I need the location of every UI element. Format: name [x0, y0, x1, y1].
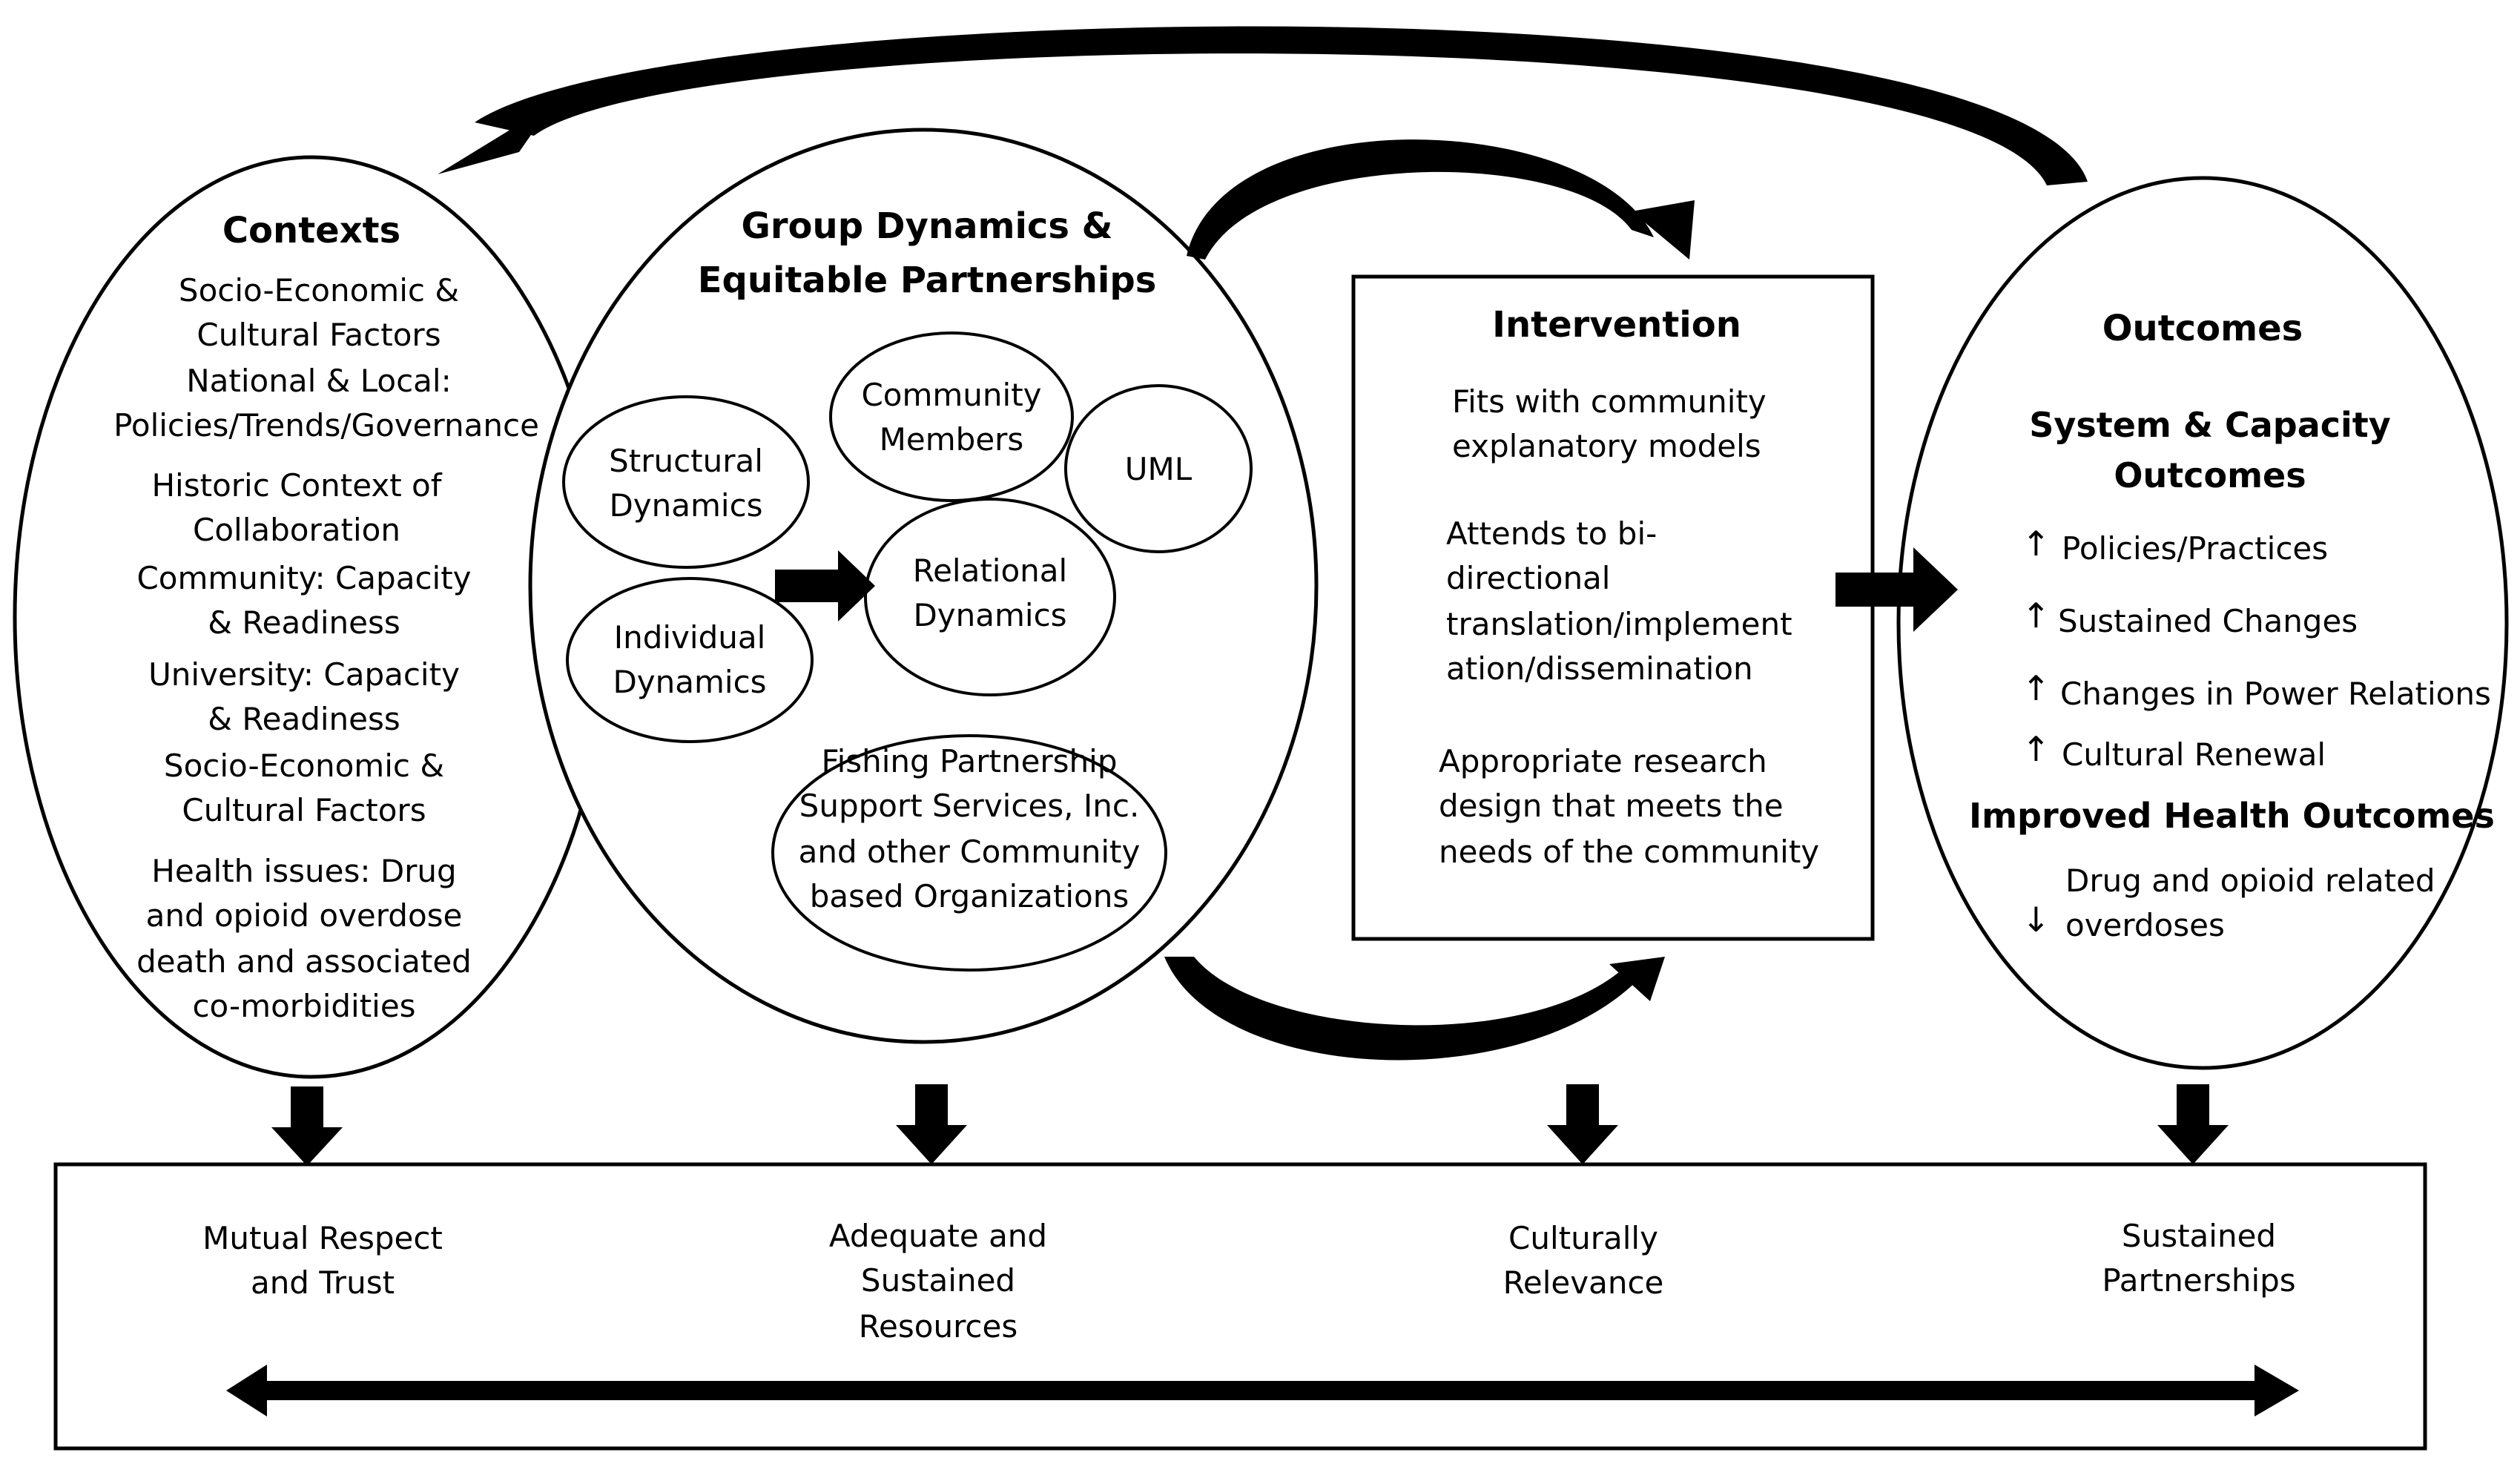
- contexts-line: Socio-Economic &: [178, 272, 460, 309]
- down-arrow-group: [896, 1084, 967, 1164]
- upper-curve-arrow: [1187, 139, 1654, 260]
- outcomes-ellipse: [1896, 176, 2509, 1070]
- outcome-item: Sustained Changes: [2058, 603, 2358, 639]
- feedback-arrowhead: [438, 104, 553, 174]
- contexts-line: Community: Capacity: [136, 560, 472, 596]
- outcome-item: Changes in Power Relations: [2060, 676, 2491, 712]
- community-members-label: Members: [879, 421, 1024, 458]
- intervention-line: design that meets the: [1439, 788, 1784, 824]
- principle-cultural-relevance: Culturally: [1508, 1220, 1658, 1256]
- organizations-label: and other Community: [798, 834, 1141, 870]
- system-capacity-heading: System & Capacity: [2029, 405, 2391, 445]
- uml-label: UML: [1124, 451, 1193, 487]
- contexts-line: and opioid overdose: [145, 897, 463, 934]
- contexts-line: Health issues: Drug: [151, 853, 457, 889]
- contexts-title: Contexts: [222, 210, 401, 251]
- organizations-ellipse: [771, 734, 1167, 972]
- group-title: Equitable Partnerships: [697, 260, 1157, 301]
- relational-dynamics-label: Relational: [912, 553, 1068, 589]
- principle-sustained-partnerships: Sustained: [2121, 1218, 2277, 1254]
- intervention-line: ation/dissemination: [1446, 650, 1753, 687]
- contexts-line: Cultural Factors: [182, 792, 426, 828]
- down-arrow-intervention: [1547, 1084, 1618, 1164]
- contexts-line: University: Capacity: [148, 656, 460, 693]
- intervention-line: Appropriate research: [1439, 743, 1767, 779]
- increase-arrow-icon: ↑: [2022, 524, 2051, 564]
- principle-cultural-relevance: Relevance: [1503, 1264, 1664, 1301]
- feedback-arc-arrow: [475, 26, 2088, 185]
- outcome-item: Policies/Practices: [2062, 530, 2329, 567]
- principles-box: [53, 1162, 2427, 1451]
- contexts-line: Socio-Economic &: [163, 748, 445, 784]
- uml-ellipse: [1064, 384, 1253, 553]
- contexts-line: Collaboration: [193, 512, 400, 548]
- increase-arrow-icon: ↑: [2022, 668, 2051, 708]
- principle-resources: Adequate and: [828, 1218, 1048, 1254]
- contexts-line: Policies/Trends/Governance: [113, 407, 539, 443]
- organizations-label: based Organizations: [809, 878, 1129, 914]
- outcome-item: Cultural Renewal: [2062, 736, 2326, 773]
- principle-mutual-respect: and Trust: [250, 1264, 395, 1301]
- down-arrow-contexts: [271, 1086, 343, 1166]
- contexts-line: & Readiness: [208, 701, 400, 737]
- contexts-line: National & Local:: [186, 363, 452, 399]
- relational-dynamics-label: Dynamics: [913, 597, 1067, 633]
- decrease-arrow-icon: ↓: [2022, 900, 2051, 940]
- organizations-label: Support Services, Inc.: [799, 788, 1140, 824]
- group-title: Group Dynamics &: [741, 205, 1113, 247]
- intervention-line: Fits with community: [1452, 383, 1767, 420]
- to-relational-arrow: [775, 550, 875, 621]
- intervention-line: explanatory models: [1452, 428, 1761, 464]
- lower-curve-arrowhead: [1609, 957, 1665, 1001]
- structural-dynamics-label: Structural: [609, 443, 763, 479]
- contexts-line: & Readiness: [208, 604, 400, 641]
- structural-dynamics-label: Dynamics: [609, 487, 763, 524]
- community-members-label: Community: [861, 377, 1042, 413]
- principle-mutual-respect: Mutual Respect: [202, 1220, 443, 1256]
- bottom-double-arrow: [226, 1365, 2299, 1417]
- relational-dynamics-ellipse: [864, 498, 1116, 696]
- contexts-line: death and associated: [136, 943, 472, 980]
- individual-dynamics-ellipse: [566, 577, 814, 743]
- community-members-ellipse: [829, 332, 1074, 502]
- increase-arrow-icon: ↑: [2022, 596, 2051, 636]
- individual-dynamics-label: Individual: [613, 619, 766, 656]
- intervention-box: [1351, 274, 1875, 941]
- principle-sustained-partnerships: Partnerships: [2102, 1262, 2296, 1299]
- increase-arrow-icon: ↑: [2022, 729, 2051, 769]
- lower-curve-arrow: [1164, 957, 1639, 1061]
- contexts-line: co-morbidities: [192, 988, 416, 1024]
- contexts-line: Historic Context of: [151, 467, 442, 504]
- organizations-label: Fishing Partnership: [821, 743, 1118, 779]
- intervention-line: directional: [1446, 560, 1611, 596]
- outcome-item: Drug and opioid related: [2065, 863, 2435, 899]
- structural-dynamics-ellipse: [562, 395, 810, 569]
- group-dynamics-circle: [528, 128, 1319, 1044]
- intervention-line: needs of the community: [1439, 834, 1820, 870]
- outcome-item: overdoses: [2065, 907, 2225, 943]
- system-capacity-heading: Outcomes: [2114, 455, 2306, 495]
- outcomes-title: Outcomes: [2102, 308, 2303, 349]
- intervention-line: translation/implement: [1446, 606, 1792, 642]
- upper-curve-arrowhead: [1632, 200, 1695, 260]
- individual-dynamics-label: Dynamics: [613, 664, 767, 700]
- intervention-line: Attends to bi-: [1446, 515, 1658, 552]
- intervention-title: Intervention: [1492, 304, 1741, 346]
- down-arrow-outcomes: [2157, 1084, 2229, 1164]
- health-outcomes-heading: Improved Health Outcomes: [1969, 796, 2495, 836]
- principle-resources: Sustained: [860, 1262, 1016, 1299]
- intervention-to-outcomes-arrow: [1835, 547, 1958, 632]
- principle-resources: Resources: [858, 1308, 1018, 1345]
- contexts-line: Cultural Factors: [197, 317, 441, 353]
